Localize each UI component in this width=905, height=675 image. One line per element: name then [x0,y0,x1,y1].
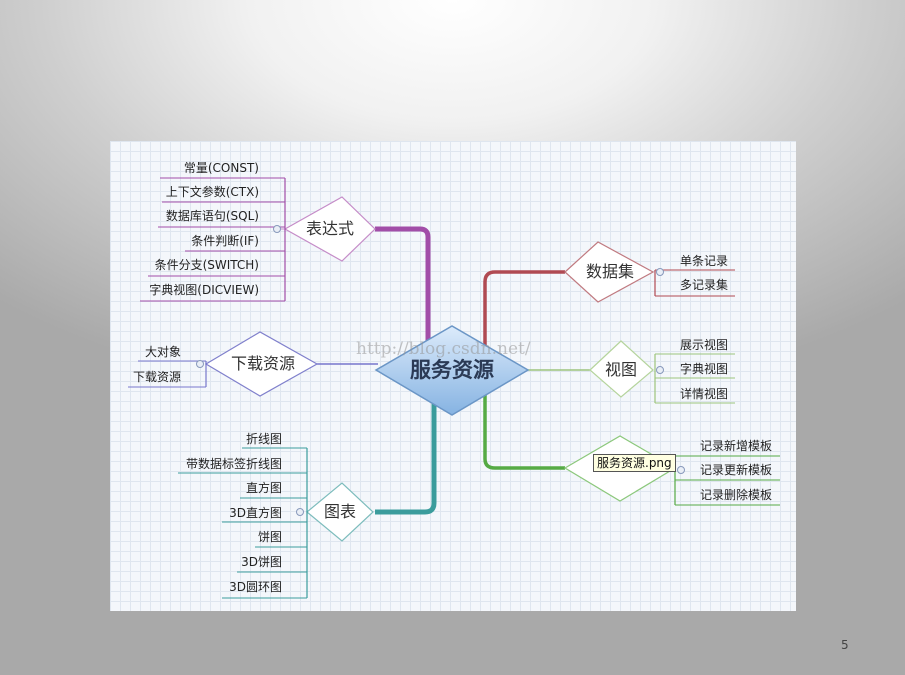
topic-download[interactable]: 下载资源 [230,354,295,373]
connector-maintenance [483,386,565,470]
leaf-expression-3[interactable]: 数据库语句(SQL) [165,209,259,223]
download-collapse-icon[interactable] [196,360,204,368]
chart-leaf-lines [178,447,307,599]
leaf-expression-5[interactable]: 条件分支(SWITCH) [154,258,259,272]
chart-collapse-icon[interactable] [296,508,304,516]
topic-chart[interactable]: 图表 [323,502,356,521]
dataset-collapse-icon[interactable] [656,268,664,276]
maintenance-collapse-icon[interactable] [677,466,685,474]
leaf-download-1[interactable]: 大对象 [144,345,181,359]
maintenance-leaf-lines [675,455,780,506]
leaf-view-3[interactable]: 详情视图 [680,387,729,401]
leaf-maintenance-3[interactable]: 记录删除模板 [700,488,773,502]
download-leaf-lines [128,360,206,388]
page-number: 5 [841,638,849,652]
dataset-leaf-lines [655,269,735,297]
topic-dataset[interactable]: 数据集 [585,262,634,281]
center-diamond [374,325,530,416]
leaf-download-2[interactable]: 下载资源 [132,370,181,384]
leaf-chart-2[interactable]: 带数据标签折线图 [185,457,282,471]
leaf-dataset-1[interactable]: 单条记录 [680,254,729,268]
leaf-chart-6[interactable]: 3D饼图 [241,555,282,569]
leaf-expression-4[interactable]: 条件判断(IF) [191,234,259,248]
view-leaf-lines [655,353,735,404]
leaf-dataset-2[interactable]: 多记录集 [680,278,729,292]
download-diamond [204,331,319,397]
leaf-chart-4[interactable]: 3D直方图 [229,506,282,520]
connector-dataset [483,270,565,356]
connector-chart [375,391,437,515]
leaf-chart-1[interactable]: 折线图 [245,432,282,446]
expression-diamond [283,196,376,262]
center-topic[interactable]: 服务资源 [410,358,494,382]
leaf-chart-7[interactable]: 3D圆环图 [229,580,282,594]
topic-expression[interactable]: 表达式 [305,219,354,238]
leaf-view-1[interactable]: 展示视图 [680,338,729,352]
chart-diamond [306,482,374,542]
leaf-chart-5[interactable]: 饼图 [257,530,282,544]
leaf-maintenance-1[interactable]: 记录新增模板 [700,439,773,453]
leaf-chart-3[interactable]: 直方图 [245,481,282,495]
leaf-expression-1[interactable]: 常量(CONST) [183,161,259,175]
filename-tooltip: 服务资源.png [593,454,676,472]
leaf-expression-6[interactable]: 字典视图(DICVIEW) [149,283,259,297]
expression-collapse-icon[interactable] [273,225,281,233]
leaf-maintenance-2[interactable]: 记录更新模板 [700,463,773,477]
view-collapse-icon[interactable] [656,366,664,374]
leaf-view-2[interactable]: 字典视图 [680,362,729,376]
leaf-expression-2[interactable]: 上下文参数(CTX) [165,185,259,199]
topic-view[interactable]: 视图 [604,360,637,379]
connector-expression [375,226,431,346]
dataset-diamond [564,241,655,303]
mindmap-canvas: 服务资源 http://blog.csdn.net/ 表达式 常量(CONST)… [110,141,796,611]
view-diamond [589,340,654,398]
expression-leaf-lines [140,177,285,302]
